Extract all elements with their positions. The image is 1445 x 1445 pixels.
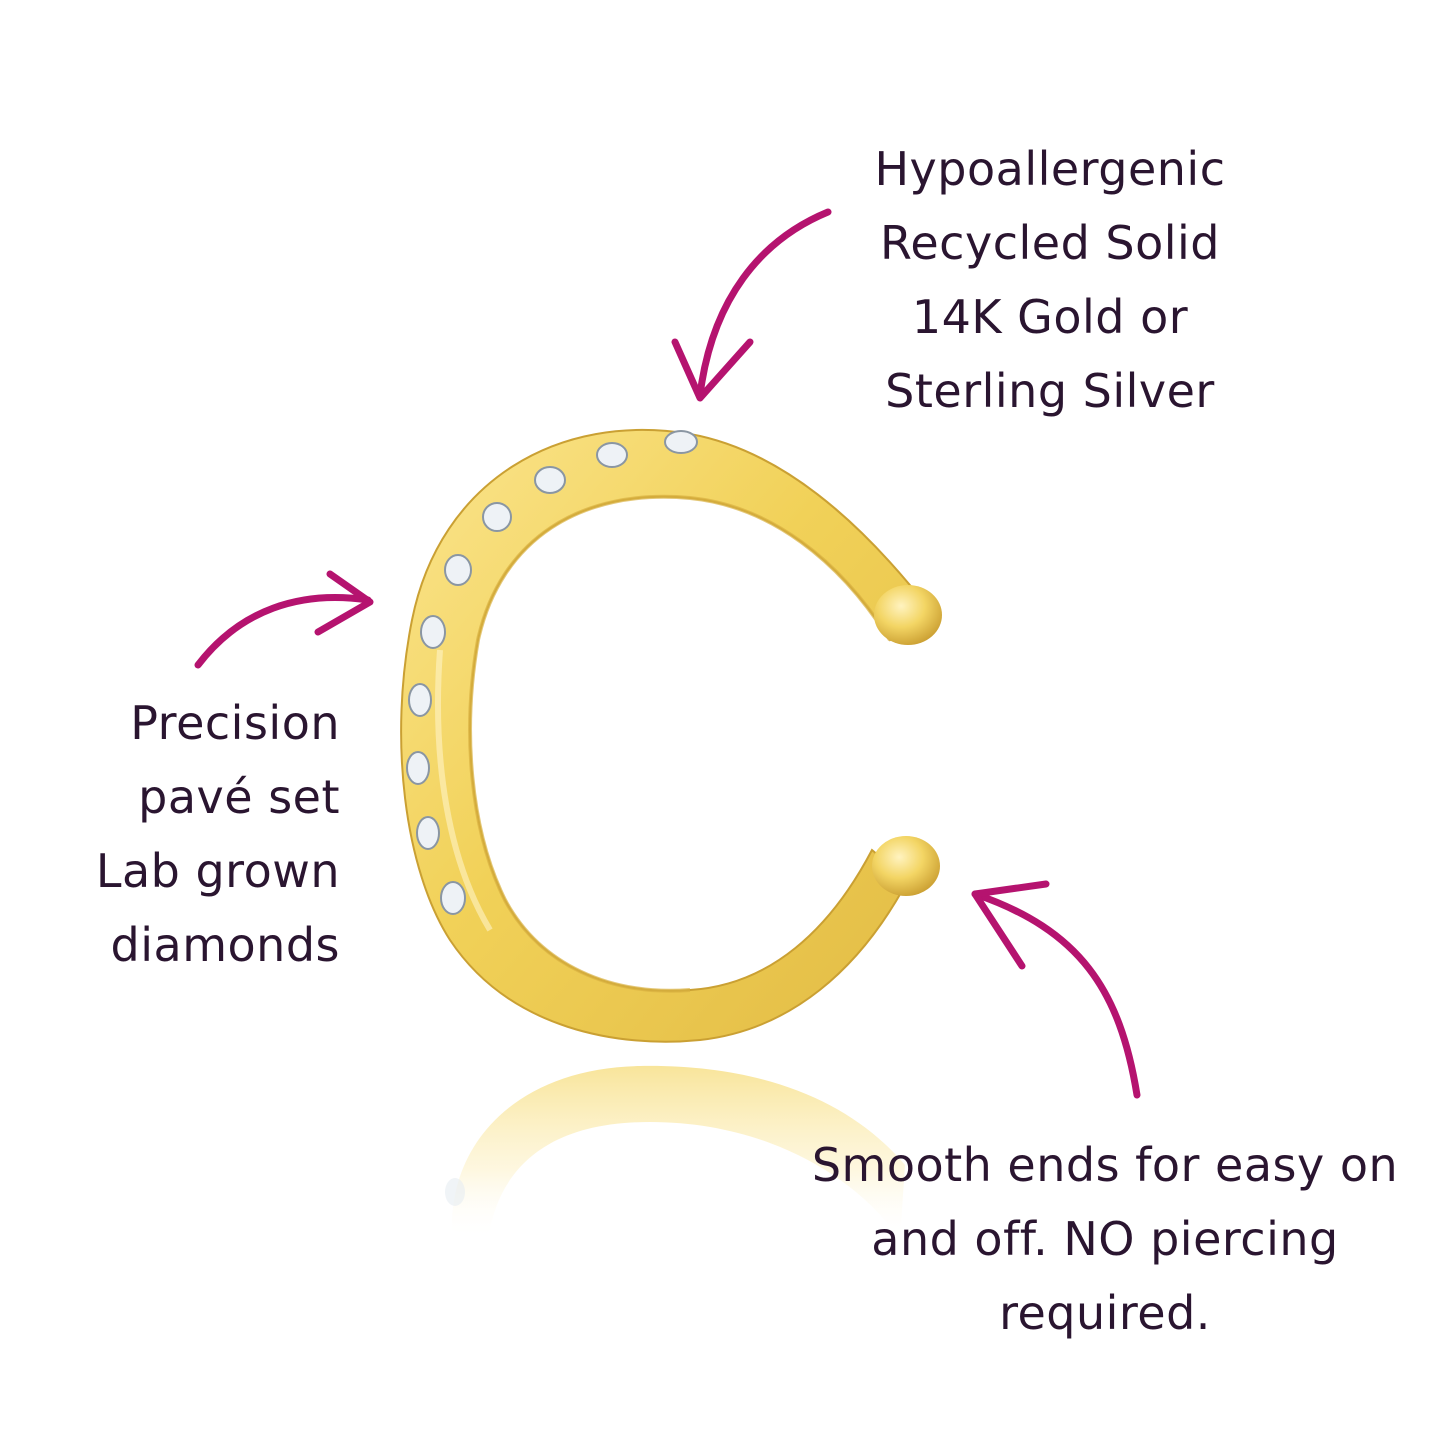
callout-line: Recycled Solid bbox=[879, 216, 1220, 270]
diamonds-callout: Precision pavé set Lab grown diamonds bbox=[30, 686, 340, 982]
diamond-icon bbox=[420, 615, 446, 649]
callout-line: diamonds bbox=[110, 918, 340, 972]
callout-line: 14K Gold or bbox=[911, 290, 1189, 344]
arrow-icon bbox=[671, 208, 832, 402]
smooth-ends-callout: Smooth ends for easy on and off. NO pier… bbox=[770, 1128, 1440, 1350]
diamond-icon bbox=[534, 466, 566, 494]
diamond-icon bbox=[445, 1178, 465, 1206]
arrow-icon bbox=[194, 570, 374, 669]
callout-line: pavé set bbox=[138, 770, 340, 824]
ball-end-top bbox=[874, 585, 942, 645]
arrow-icon bbox=[971, 880, 1141, 1099]
diamond-icon bbox=[408, 683, 432, 717]
ball-end-bottom bbox=[872, 836, 940, 896]
cuff-reflection bbox=[445, 1065, 905, 1240]
diamond-icon bbox=[416, 816, 440, 850]
diamond-icon bbox=[596, 442, 628, 468]
pave-diamonds bbox=[406, 430, 698, 915]
callout-line: Smooth ends for easy on bbox=[811, 1138, 1399, 1192]
callout-line: Hypoallergenic bbox=[874, 142, 1226, 196]
callout-line: Precision bbox=[130, 696, 340, 750]
diamond-icon bbox=[440, 881, 466, 915]
cuff-ring bbox=[400, 429, 942, 1043]
diamond-icon bbox=[664, 430, 698, 454]
material-callout: Hypoallergenic Recycled Solid 14K Gold o… bbox=[800, 132, 1300, 428]
callout-line: and off. NO piercing bbox=[871, 1212, 1339, 1266]
callout-line: Lab grown bbox=[95, 844, 340, 898]
callout-line: required. bbox=[999, 1286, 1211, 1340]
diamond-icon bbox=[406, 751, 430, 785]
callout-line: Sterling Silver bbox=[885, 364, 1215, 418]
diamond-icon bbox=[444, 554, 472, 586]
diamond-icon bbox=[482, 502, 512, 532]
